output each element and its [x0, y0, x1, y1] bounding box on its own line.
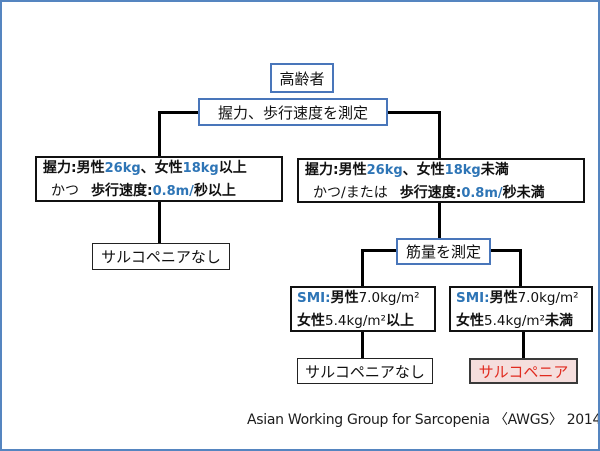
- node-no-sarcopenia-upper: サルコペニアなし: [92, 243, 230, 270]
- female-label: 、女性: [402, 161, 445, 178]
- male-smi-value: 7.0kg/m²: [358, 290, 420, 306]
- threshold-suffix: 未満: [544, 313, 573, 329]
- conjunction-label: かつ/または: [313, 184, 388, 201]
- node-smi-low: SMI:男性7.0kg/m² 女性5.4kg/m²未満: [449, 286, 593, 332]
- criteria-low-line1: 握力:男性26kg、女性18kg未満: [299, 158, 583, 181]
- speed-label: 歩行速度:: [91, 183, 153, 199]
- smi-label: SMI:: [456, 290, 490, 306]
- conjunction-label: かつ: [51, 183, 79, 199]
- node-elderly: 高齢者: [270, 63, 334, 93]
- speed-value: 0.8m/: [461, 185, 503, 201]
- connector-muscle-right-h: [490, 249, 522, 252]
- node-criteria-low: 握力:男性26kg、女性18kg未満 かつ/または歩行速度:0.8m/秒未満: [297, 158, 585, 203]
- smi-low-line2: 女性5.4kg/m²未満: [451, 309, 591, 332]
- smi-label: SMI:: [297, 290, 331, 306]
- connector-split-left-v: [158, 111, 161, 157]
- female-grip-value: 18kg: [444, 162, 481, 178]
- sarcopenia-label: サルコペニア: [478, 362, 569, 381]
- female-smi-value: 5.4kg/m²: [484, 313, 545, 329]
- male-smi-value: 7.0kg/m²: [517, 290, 579, 306]
- female-label: 、女性: [140, 160, 183, 176]
- node-measure-muscle: 筋量を測定: [396, 238, 491, 265]
- threshold-suffix: 以上: [218, 160, 247, 176]
- no-sarcopenia-lower-label: サルコペニアなし: [305, 362, 425, 381]
- criteria-low-line2: かつ/または歩行速度:0.8m/秒未満: [299, 181, 583, 204]
- male-grip-value: 26kg: [104, 161, 141, 176]
- node-criteria-normal: 握力:男性26kg、女性18kg以上 かつ歩行速度:0.8m/秒以上: [35, 156, 283, 202]
- speed-suffix: 秒以上: [193, 183, 236, 199]
- criteria-normal-line1: 握力:男性26kg、女性18kg以上: [37, 156, 281, 179]
- male-label: 男性: [330, 290, 359, 306]
- connector-muscle-left-h: [361, 249, 397, 252]
- criteria-normal-line2: かつ歩行速度:0.8m/秒以上: [37, 179, 281, 202]
- node-no-sarcopenia-lower: サルコペニアなし: [297, 358, 433, 384]
- node-sarcopenia: サルコペニア: [469, 358, 578, 384]
- connector-split-right-h: [387, 111, 441, 114]
- connector-low-to-muscle: [438, 202, 441, 239]
- male-label: 男性: [489, 290, 518, 306]
- smi-low-line1: SMI:男性7.0kg/m²: [451, 286, 591, 309]
- connector-muscle-right-v: [519, 249, 522, 287]
- connector-smi-low-to-result: [522, 331, 525, 359]
- female-grip-value: 18kg: [182, 161, 219, 176]
- connector-split-right-v: [438, 111, 441, 159]
- male-grip-value: 26kg: [366, 162, 403, 178]
- grip-label: 握力:: [305, 161, 339, 178]
- speed-suffix: 秒未満: [502, 184, 545, 201]
- connector-muscle-left-v: [361, 249, 364, 287]
- source-caption: Asian Working Group for Sarcopenia 〈AWGS…: [247, 412, 600, 428]
- node-elderly-label: 高齢者: [279, 69, 325, 88]
- female-label: 女性: [456, 313, 484, 329]
- male-label: 男性: [338, 161, 367, 178]
- smi-normal-line1: SMI:男性7.0kg/m²: [292, 286, 434, 309]
- grip-label: 握力:: [43, 160, 77, 176]
- node-measure-grip-gait-label: 握力、歩行速度を測定: [217, 103, 368, 122]
- node-measure-grip-gait: 握力、歩行速度を測定: [198, 98, 388, 126]
- node-measure-muscle-label: 筋量を測定: [405, 243, 481, 261]
- threshold-suffix: 以上: [385, 313, 414, 329]
- male-label: 男性: [76, 160, 105, 176]
- node-smi-normal: SMI:男性7.0kg/m² 女性5.4kg/m²以上: [290, 286, 436, 332]
- connector-split-left-h: [158, 111, 200, 114]
- speed-label: 歩行速度:: [399, 184, 462, 201]
- smi-normal-line2: 女性5.4kg/m²以上: [292, 309, 434, 332]
- no-sarcopenia-upper-label: サルコペニアなし: [101, 248, 221, 266]
- connector-smi-normal-to-result: [361, 331, 364, 359]
- connector-normal-to-result: [158, 201, 161, 244]
- threshold-suffix: 未満: [480, 161, 509, 178]
- female-label: 女性: [297, 313, 325, 329]
- female-smi-value: 5.4kg/m²: [325, 313, 386, 329]
- speed-value: 0.8m/: [152, 184, 194, 199]
